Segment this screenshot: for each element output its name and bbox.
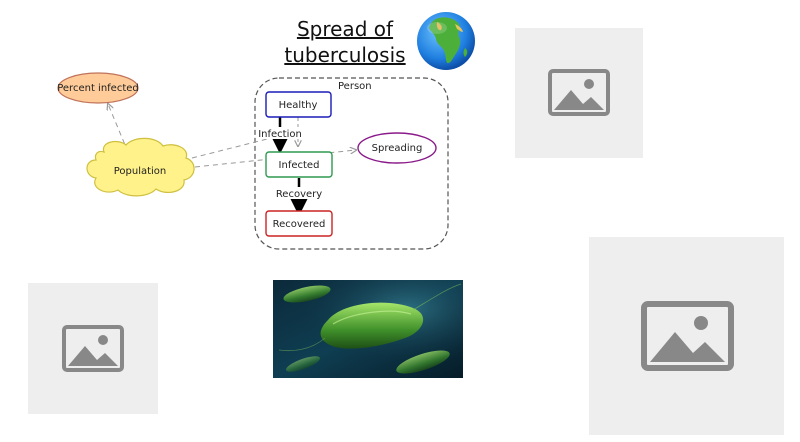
node-percent-infected[interactable]: Percent infected <box>57 72 139 104</box>
bacterium-large <box>320 302 424 349</box>
population-label: Population <box>114 166 167 177</box>
infection-label: Infection <box>258 129 302 140</box>
image-placeholder-top-right <box>515 28 643 158</box>
healthy-label: Healthy <box>279 100 318 111</box>
bacterium-bottom <box>285 350 450 374</box>
node-recovered[interactable]: Recovered <box>265 210 333 237</box>
title-line-2: tuberculosis <box>284 43 406 67</box>
node-healthy[interactable]: Healthy <box>265 91 332 118</box>
page-title: Spread of tuberculosis <box>275 16 415 68</box>
link-population-infection <box>191 136 276 159</box>
node-infected[interactable]: Infected <box>265 151 333 178</box>
image-placeholder-bottom-right <box>589 237 784 435</box>
node-population[interactable]: Population <box>86 137 195 197</box>
bacterium-top <box>283 285 331 303</box>
infection-label-bg <box>258 127 302 139</box>
person-container <box>254 77 449 250</box>
globe-icon <box>417 12 475 70</box>
recovered-label: Recovered <box>273 219 326 230</box>
recovery-label: Recovery <box>276 189 322 200</box>
image-placeholder-icon <box>641 301 734 371</box>
bacteria-photo <box>273 280 463 378</box>
person-label: Person <box>338 81 372 92</box>
image-placeholder-icon <box>548 69 610 116</box>
percent-infected-label: Percent infected <box>57 83 139 94</box>
image-placeholder-bottom-left <box>28 283 158 414</box>
node-spreading[interactable]: Spreading <box>357 132 437 164</box>
infected-label: Infected <box>279 160 320 171</box>
title-line-1: Spread of <box>296 17 394 41</box>
recovery-label-bg <box>278 187 320 199</box>
spreading-label: Spreading <box>372 143 423 154</box>
image-placeholder-icon <box>62 325 124 372</box>
